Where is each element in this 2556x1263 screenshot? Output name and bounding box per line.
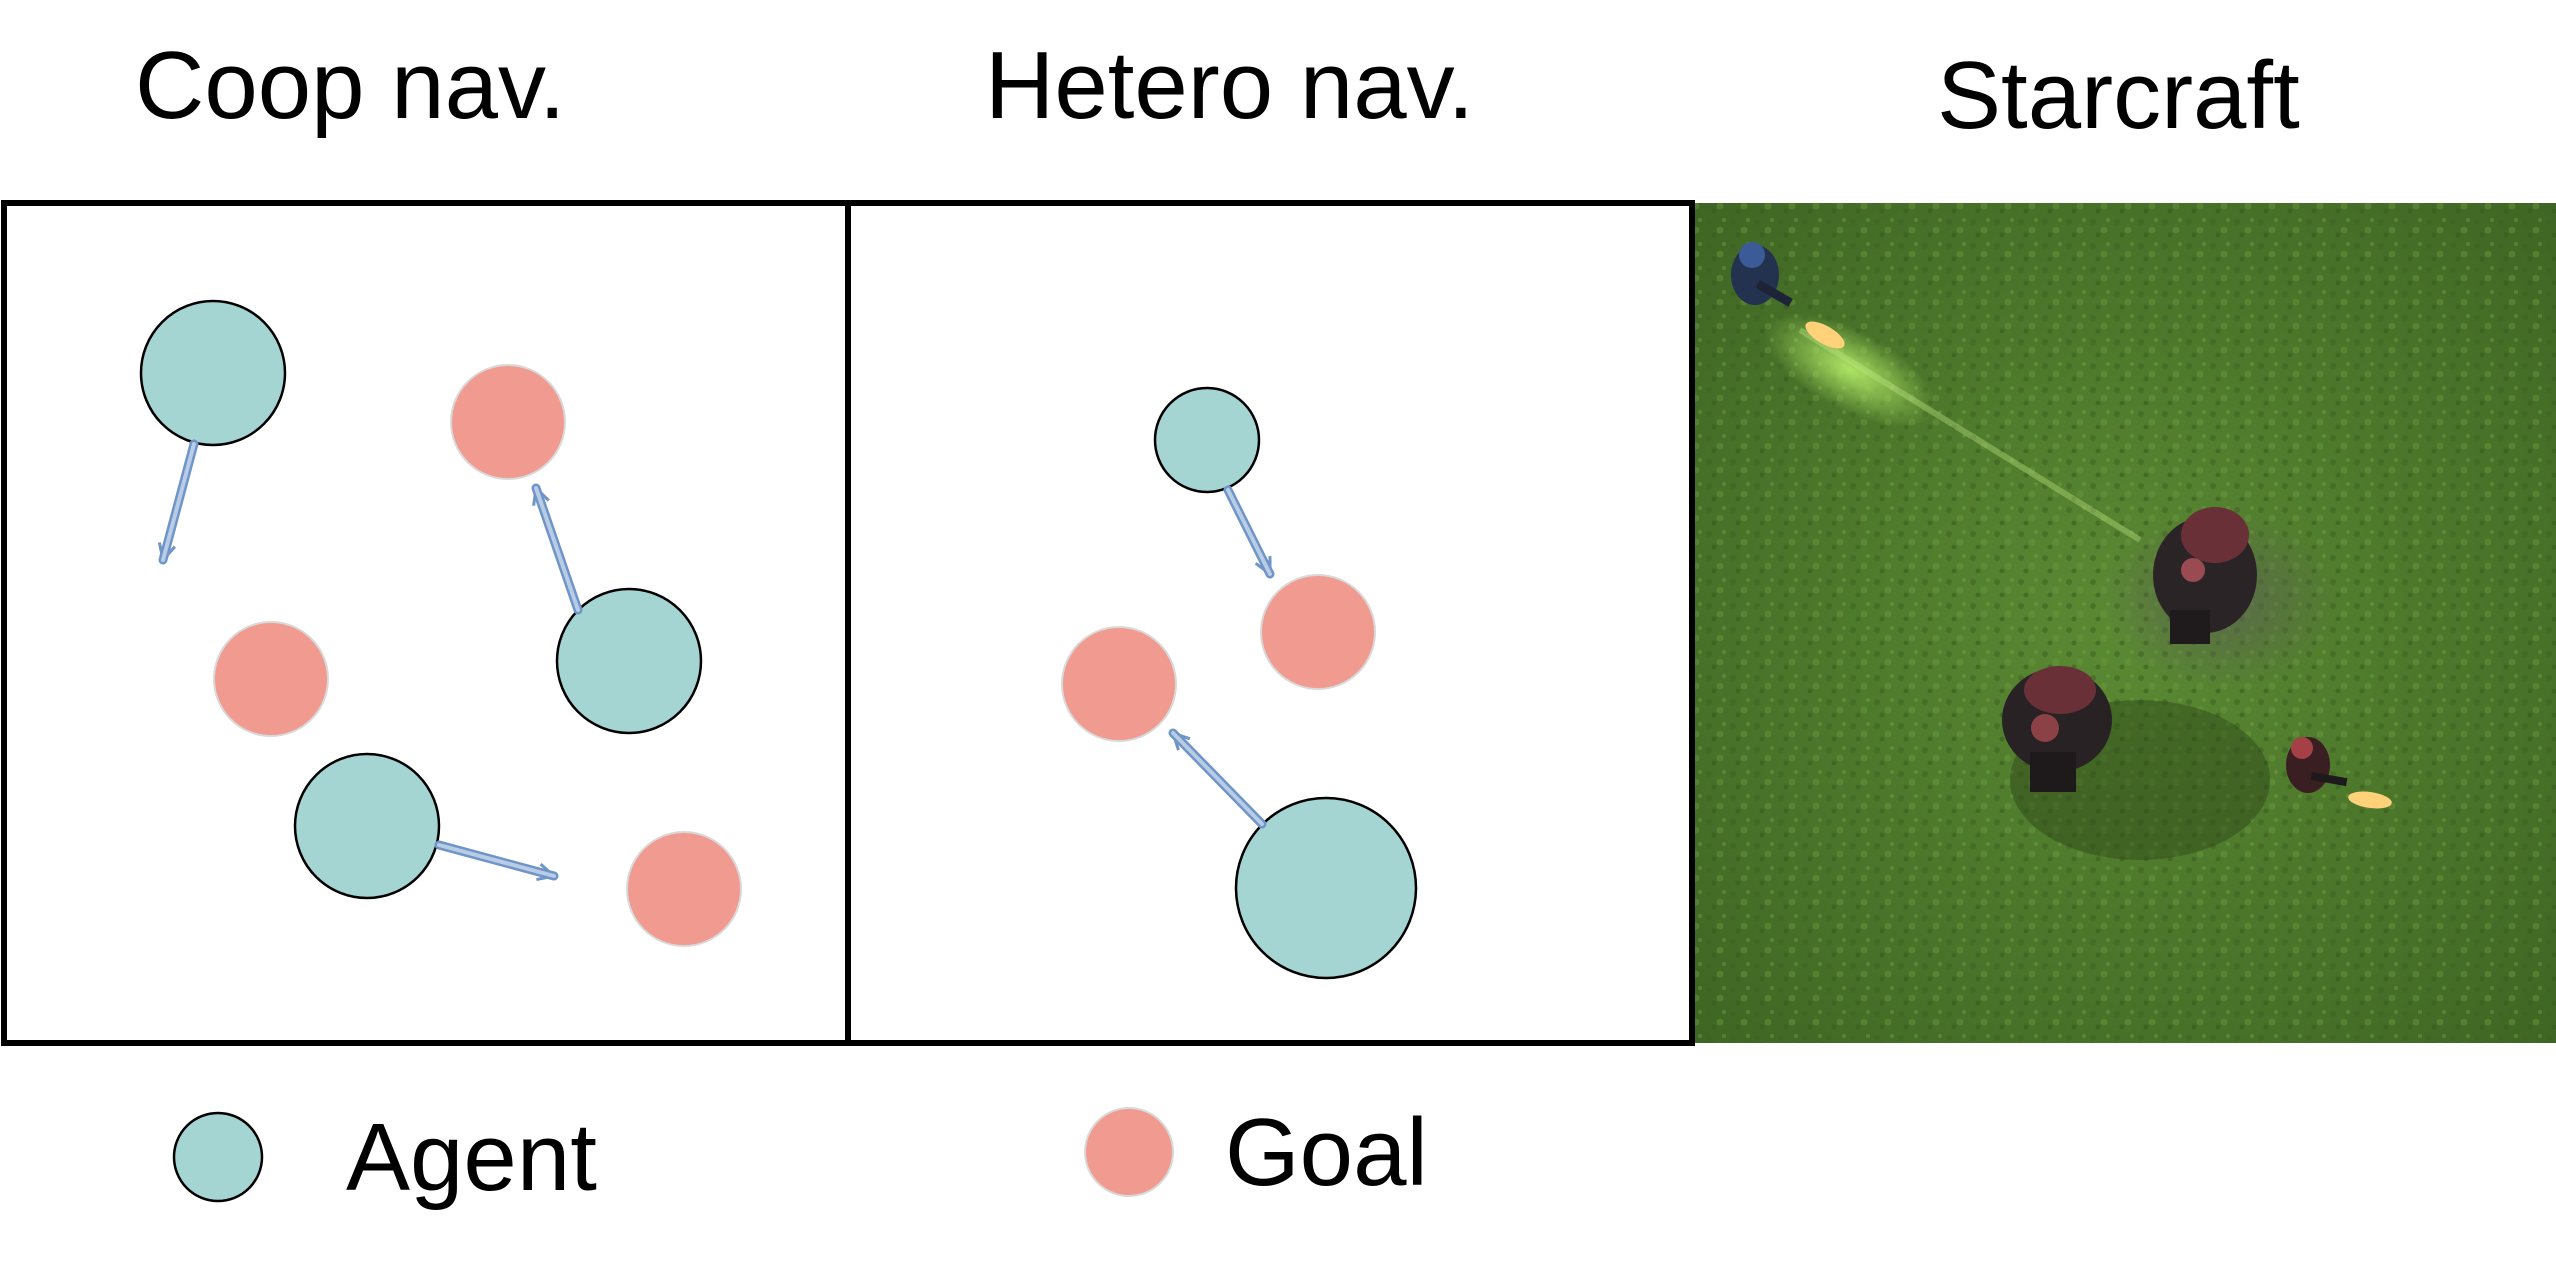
legend-agent-label: Agent: [346, 1104, 597, 1211]
legend-agent-swatch: [172, 1111, 264, 1203]
agent: [555, 587, 703, 735]
velocity-arrow-inner: [1226, 488, 1272, 576]
velocity-arrow-inner: [437, 843, 556, 878]
goal: [450, 364, 566, 480]
green-glow: [1764, 313, 1936, 427]
red-marine-unit: [2286, 737, 2348, 793]
laser-trail: [1798, 327, 2142, 543]
goal: [213, 621, 329, 737]
agent: [293, 752, 441, 900]
goal: [1260, 574, 1376, 690]
red-marauder-unit: [2002, 666, 2112, 792]
legend-goal-label: Goal: [1225, 1099, 1428, 1206]
muzzle-flash: [2348, 791, 2392, 809]
goal: [1061, 626, 1177, 742]
velocity-arrow-inner: [534, 486, 580, 612]
muzzle-flash: [1805, 321, 1845, 349]
starcraft-scene: [1695, 203, 2556, 1043]
goal: [626, 831, 742, 947]
legend-goal-swatch: [1084, 1107, 1174, 1197]
blue-marine-unit: [1731, 242, 1793, 307]
agent: [139, 299, 287, 447]
velocity-arrow-inner: [1171, 731, 1264, 826]
coop-nav-title: Coop nav.: [135, 32, 566, 139]
hetero-nav-title: Hetero nav.: [985, 32, 1475, 139]
red-marauder-unit: [2153, 507, 2257, 644]
hetero-nav-panel: [845, 200, 1695, 1046]
velocity-arrow-inner: [161, 442, 196, 562]
coop-nav-panel: [1, 200, 851, 1046]
starcraft-title: Starcraft: [1937, 42, 2300, 149]
agent: [1234, 796, 1418, 980]
agent: [1153, 386, 1261, 494]
